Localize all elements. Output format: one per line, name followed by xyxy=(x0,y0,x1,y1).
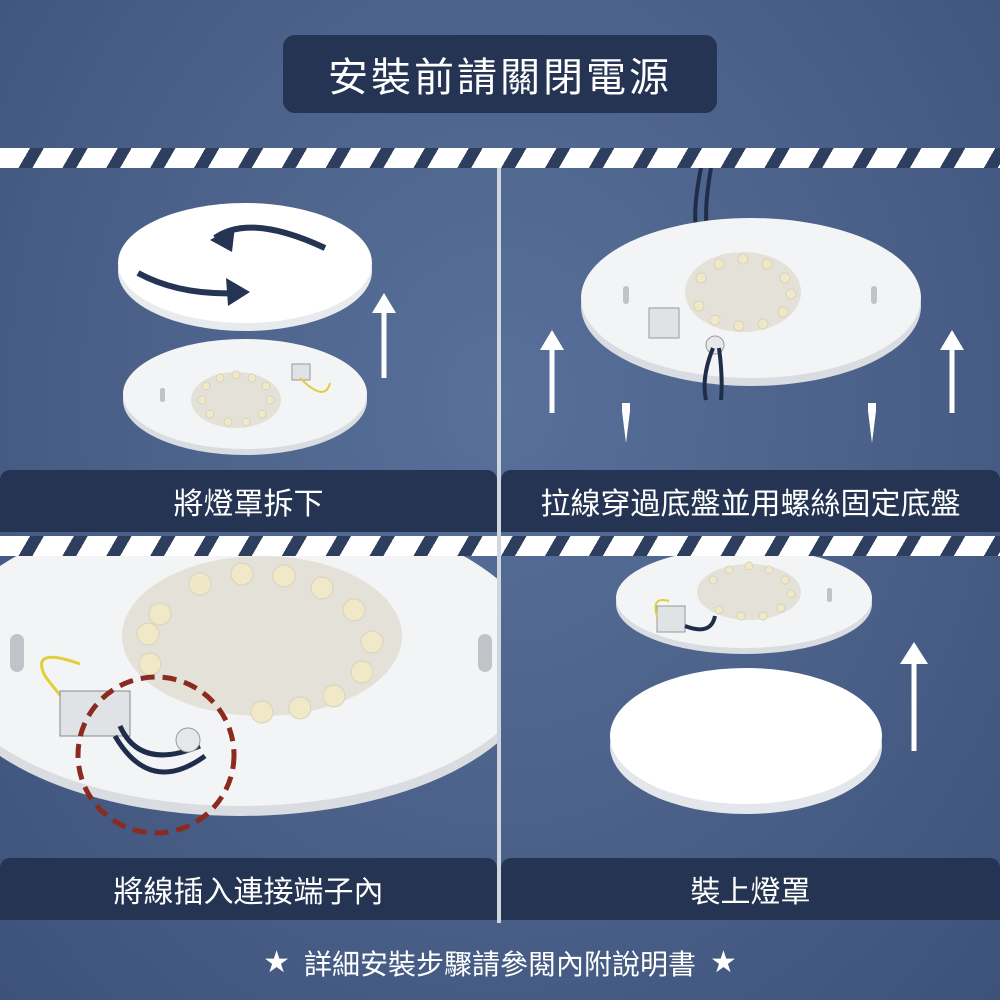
step-1-panel xyxy=(0,168,497,468)
panel-divider xyxy=(497,168,501,923)
step-2-caption: 拉線穿過底盤並用螺絲固定底盤 xyxy=(501,470,1000,532)
screw-icon xyxy=(622,403,630,443)
step-4-panel xyxy=(501,556,1000,856)
step-1-caption: 將燈罩拆下 xyxy=(0,470,497,532)
footer-note: ★ 詳細安裝步驟請參閱內附說明書 ★ xyxy=(0,925,1000,1000)
hazard-stripe-top xyxy=(0,148,1000,168)
step-1-illustration xyxy=(118,203,396,455)
footer-text: 詳細安裝步驟請參閱內附說明書 xyxy=(303,947,696,981)
step-2-panel xyxy=(501,168,1000,468)
step-2-illustration xyxy=(540,168,964,443)
page-title: 安裝前請關閉電源 xyxy=(283,35,717,113)
star-icon: ★ xyxy=(710,945,737,980)
star-icon: ★ xyxy=(263,945,290,980)
step-3-illustration xyxy=(0,556,497,836)
step-3-panel xyxy=(0,556,497,856)
step-4-illustration xyxy=(610,556,928,814)
connector-icon xyxy=(648,307,680,339)
step-3-caption: 將線插入連接端子內 xyxy=(0,858,497,920)
connector-icon xyxy=(59,690,131,737)
screw-icon xyxy=(868,403,876,443)
connector-icon xyxy=(656,605,686,633)
light-cover xyxy=(610,668,882,804)
step-4-caption: 裝上燈罩 xyxy=(501,858,1000,920)
highlight-circle xyxy=(75,674,237,836)
